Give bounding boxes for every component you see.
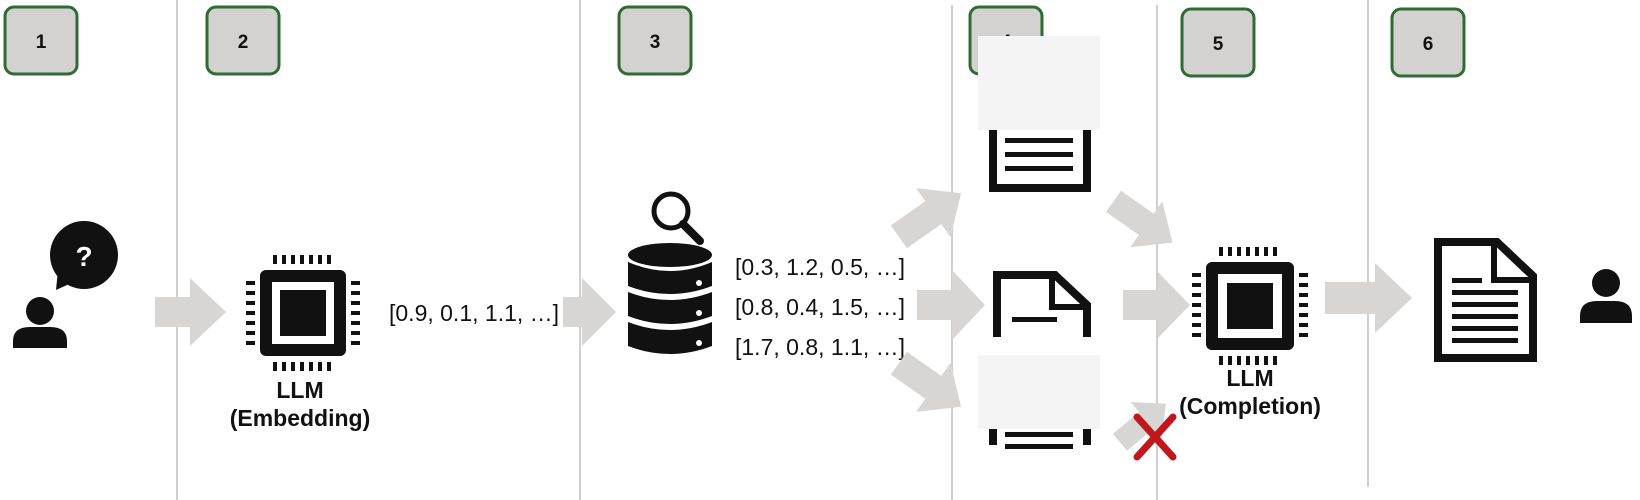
user-icon xyxy=(1580,269,1632,323)
database-search-icon xyxy=(628,191,712,354)
reject-x-icon xyxy=(1133,413,1177,461)
step-number: 2 xyxy=(238,32,249,53)
user-question-icon: ? xyxy=(13,221,118,348)
embedding-llm-role: (Embedding) xyxy=(230,405,371,431)
document-icon-middle xyxy=(993,271,1091,337)
arrow-right-icon xyxy=(1325,263,1412,333)
stored-vector-2: [0.8, 0.4, 1.5, …] xyxy=(735,294,905,320)
embedding-chip-icon xyxy=(246,255,360,371)
step-badge-3: 3 xyxy=(617,5,693,76)
step-badge-6: 6 xyxy=(1390,7,1466,78)
arrow-right-icon xyxy=(917,270,985,340)
arrow-right-icon xyxy=(563,278,616,346)
completion-llm-role: (Completion) xyxy=(1179,393,1321,419)
step-number: 1 xyxy=(36,32,47,53)
step-badge-2: 2 xyxy=(205,5,281,76)
stored-vector-3: [1.7, 0.8, 1.1, …] xyxy=(735,334,905,360)
arrow-right-icon xyxy=(155,278,226,346)
stored-vector-1: [0.3, 1.2, 0.5, …] xyxy=(735,254,905,280)
arrow-down-right-icon xyxy=(1106,190,1173,248)
answer-document-icon xyxy=(1434,238,1537,362)
step-number: 5 xyxy=(1213,34,1224,55)
query-vector: [0.9, 0.1, 1.1, …] xyxy=(389,300,559,326)
completion-chip-icon xyxy=(1192,247,1308,365)
arrow-right-icon xyxy=(1123,272,1190,338)
step-badge-1: 1 xyxy=(3,5,79,76)
arrow-up-right-icon xyxy=(1112,402,1166,451)
completion-llm-name: LLM xyxy=(1226,365,1273,391)
step-number: 6 xyxy=(1423,34,1434,55)
step-badge-5: 5 xyxy=(1180,7,1256,78)
document-icon-top xyxy=(978,36,1100,192)
step-number: 3 xyxy=(650,32,661,53)
document-icon-bottom xyxy=(978,355,1100,449)
embedding-llm-name: LLM xyxy=(276,377,323,403)
arrow-down-right-icon xyxy=(890,351,962,412)
question-mark: ? xyxy=(75,241,92,272)
arrow-up-right-icon xyxy=(890,188,962,249)
